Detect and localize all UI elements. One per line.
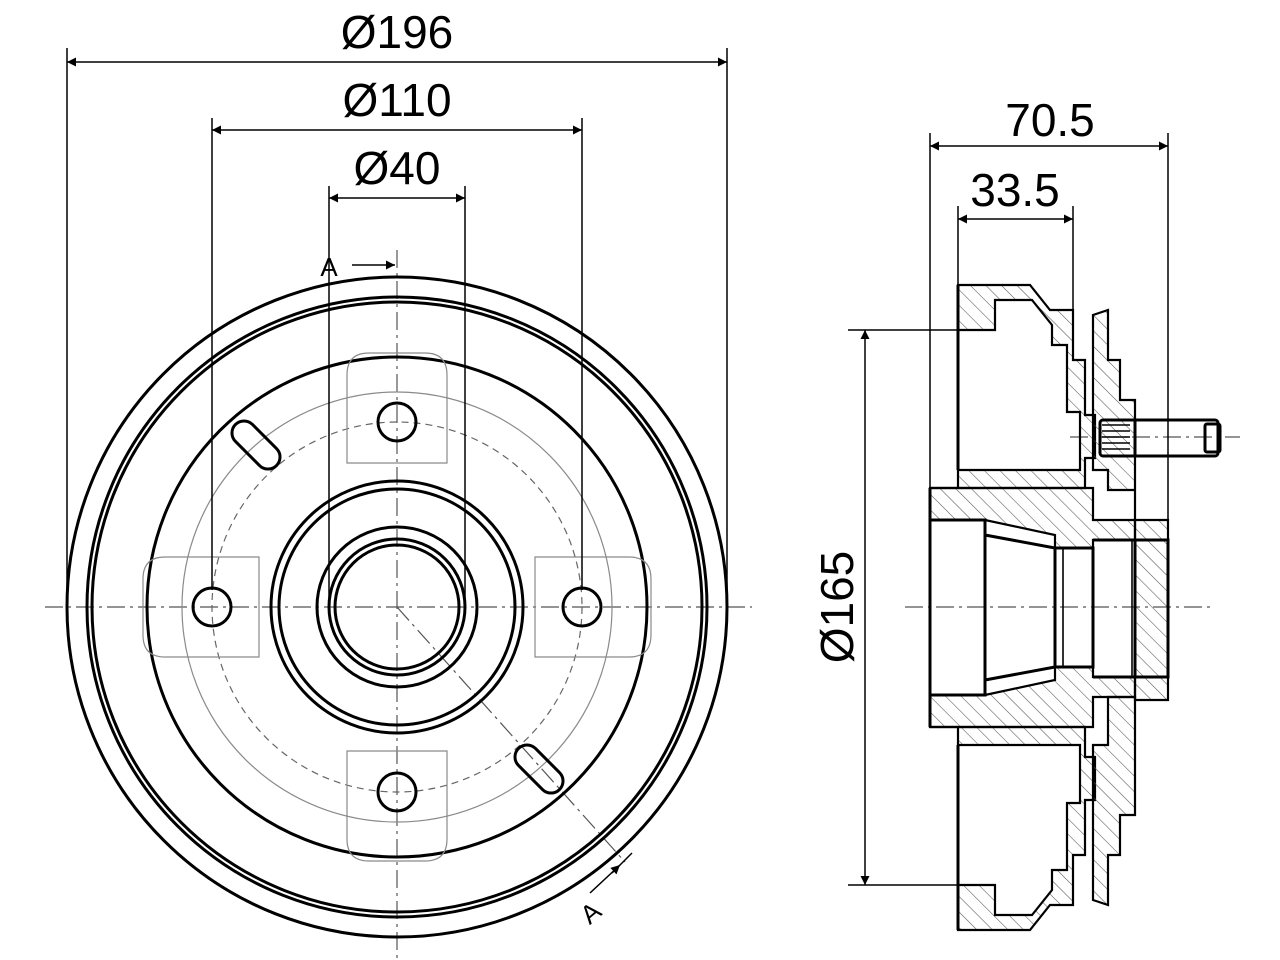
hub-center-bore (333, 543, 461, 671)
dim-label-drum-diameter: Ø165 (811, 551, 863, 664)
drum-brake-surface (145, 355, 649, 859)
lug-pad-top (346, 352, 448, 464)
dim-label-total-height: 70.5 (1005, 94, 1095, 146)
adjuster-slot-upper-left (230, 419, 282, 471)
dim-label-flange-height: 33.5 (970, 164, 1060, 216)
wheel-stud (1098, 418, 1222, 458)
drum-outer-wall-upper (1091, 308, 1170, 702)
hub-outer-ring (269, 479, 525, 735)
lug-pad-bottom (346, 750, 448, 862)
section-line-a-a (396, 606, 626, 863)
hub-bore-outline (930, 518, 1170, 697)
section-mark-top: A (320, 252, 338, 282)
section-mark-bottom: A (574, 895, 607, 930)
section-arrow-bottom (589, 864, 621, 894)
dim-label-outer-diameter: Ø196 (341, 6, 454, 58)
lug-pads (142, 352, 652, 862)
hub-bearing-ring (315, 525, 479, 689)
adjuster-slot-lower-right (513, 743, 565, 795)
drum-wall-section-lower (930, 725, 1097, 932)
lug-pad-left (142, 556, 260, 658)
stud-hole-top (376, 401, 418, 443)
side-view: 70.5 33.5 Ø165 (811, 94, 1240, 932)
dim-label-bolt-circle: Ø110 (342, 74, 451, 126)
dim-label-center-bore: Ø40 (354, 142, 441, 194)
drum-open-face (928, 285, 960, 930)
bolt-circle-hidden (211, 421, 583, 793)
drum-wall-section-upper (930, 283, 1097, 490)
hub-ring-2 (277, 487, 517, 727)
drum-outer-wall-lower (1091, 695, 1137, 907)
lug-pad-right (534, 556, 652, 658)
front-view: Ø196 Ø110 Ø40 A A (45, 6, 752, 958)
stud-hole-bottom (376, 771, 418, 813)
inner-hidden-circle-1 (181, 391, 613, 823)
drum-outer-ring-3 (90, 300, 704, 914)
drum-outer-ring-2 (85, 295, 709, 919)
